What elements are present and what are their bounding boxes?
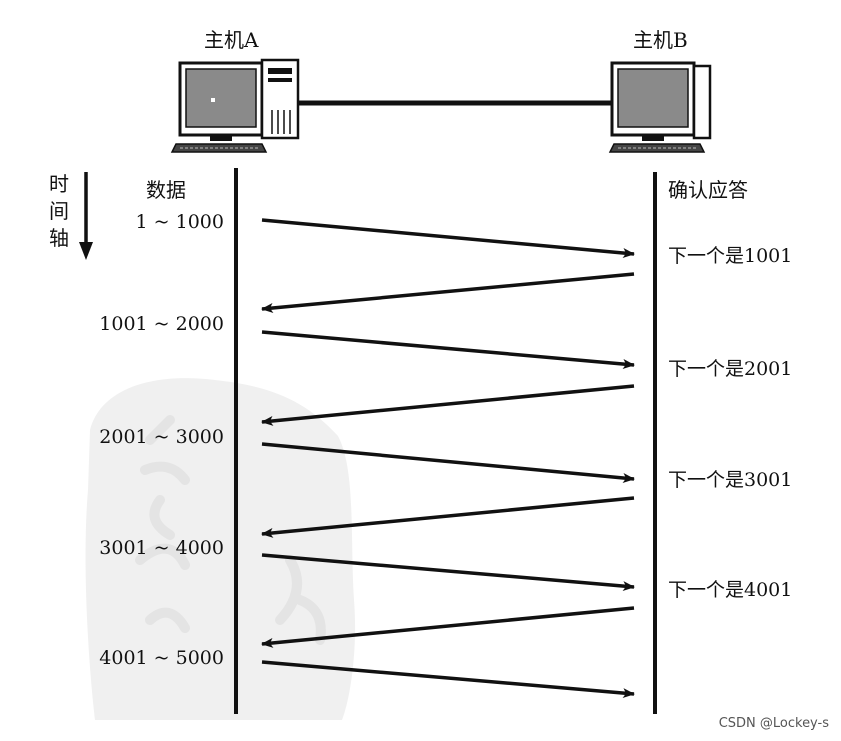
segment-label: 4001 ~ 5000 [99,647,224,669]
segment-label: 1001 ~ 2000 [99,313,224,335]
data-arrow [261,330,635,370]
ack-header: 确认应答 [668,178,748,202]
seal-stamp-background [85,378,356,720]
segment-label: 2001 ~ 3000 [99,426,224,448]
host-b-computer-icon [608,61,712,153]
watermark: CSDN @Lockey-s [718,716,829,731]
ack-arrow [261,384,635,426]
data-arrow [261,442,635,483]
host-b-label: 主机B [633,28,688,52]
ack-label: 下一个是4001 [668,579,793,601]
data-header: 数据 [146,178,186,202]
data-arrow [261,660,635,699]
ack-arrow [261,606,635,648]
data-arrow [261,218,635,258]
segment-label: 3001 ~ 4000 [99,537,224,559]
ack-label: 下一个是1001 [668,245,793,267]
time-axis-arrow [79,172,93,260]
ack-label: 下一个是2001 [668,358,793,380]
ack-arrow [261,272,635,313]
ack-arrow [261,496,635,538]
data-arrow [261,553,635,592]
ack-label: 下一个是3001 [668,469,793,491]
host-a-label: 主机A [204,28,259,52]
time-axis-label: 时间轴 [49,172,69,250]
segment-label: 1 ~ 1000 [135,211,224,233]
message-arrows [261,218,635,699]
host-a-computer-icon [170,58,300,153]
